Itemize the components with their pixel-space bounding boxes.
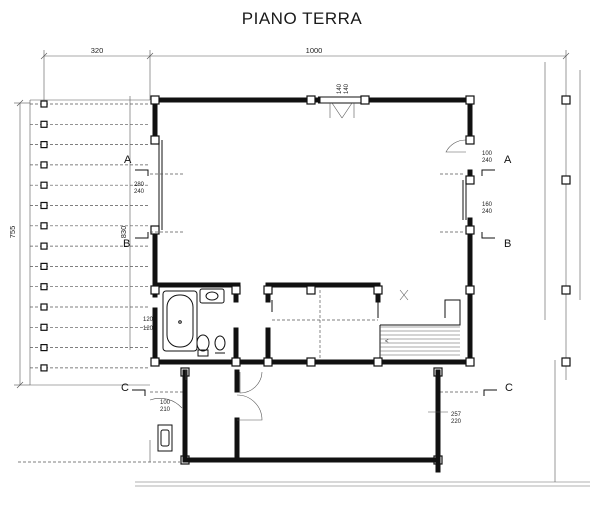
pergola-post <box>40 344 48 352</box>
bathroom <box>152 282 241 365</box>
structural-column <box>561 95 571 105</box>
structural-column <box>263 357 273 367</box>
pergola-post <box>40 201 48 210</box>
dim-lower-right-2: 220 <box>451 419 462 425</box>
section-a-left: A <box>124 154 132 166</box>
dim-win-left-1: 280 <box>134 182 145 188</box>
section-b-left: B <box>123 238 130 250</box>
pergola-post <box>40 283 48 291</box>
structural-column <box>231 285 241 295</box>
structural-column <box>150 285 160 295</box>
dim-win-right-b1: 160 <box>482 202 493 208</box>
dim-win-right-a1: 100 <box>482 151 493 157</box>
section-a-right: A <box>504 154 512 166</box>
structural-column <box>150 95 160 105</box>
top-dimension-line <box>40 50 570 100</box>
structural-column <box>306 95 316 105</box>
pergola-post <box>40 120 48 128</box>
right-door-swing <box>445 139 467 153</box>
structural-column <box>150 357 160 367</box>
dim-left-outer: 755 <box>8 226 17 239</box>
dim-lower-right-1: 257 <box>451 412 462 418</box>
window-glazing <box>158 96 467 230</box>
structural-column <box>263 285 273 295</box>
structural-column <box>465 285 475 295</box>
central-room <box>265 282 381 365</box>
pergola-post <box>40 222 48 230</box>
dim-win-right-b2: 240 <box>482 209 493 215</box>
section-b <box>135 231 495 239</box>
plan-title: PIANO TERRA <box>242 9 363 28</box>
structural-column <box>465 225 475 235</box>
section-b-right: B <box>504 238 511 250</box>
pergola-post <box>40 242 48 250</box>
stair-arrow: < <box>385 339 389 345</box>
structural-column <box>306 285 316 295</box>
dim-top-left: 320 <box>91 46 104 55</box>
pergola-post <box>40 161 48 169</box>
structural-column <box>465 135 475 145</box>
structural-column <box>150 225 160 235</box>
structural-column <box>360 95 370 105</box>
lower-porch <box>149 369 448 473</box>
structural-column <box>465 357 475 367</box>
structural-column <box>561 357 571 367</box>
columns <box>150 95 571 465</box>
section-a <box>135 169 495 176</box>
dim-bath-1: 120 <box>143 317 154 323</box>
structural-column <box>561 175 571 185</box>
structural-column <box>465 175 475 185</box>
pergola-post <box>40 141 48 149</box>
dim-win-right-a2: 240 <box>482 158 493 164</box>
dim-lower-1: 100 <box>160 400 171 406</box>
staircase: < <box>379 289 461 358</box>
structural-column <box>373 357 383 367</box>
structural-column <box>150 135 160 145</box>
dim-bath-2: 120 <box>143 326 154 332</box>
pergola <box>29 99 150 386</box>
dim-window-top-b: 140 <box>344 83 350 94</box>
pergola-post <box>40 100 48 108</box>
dim-lower-2: 210 <box>160 407 171 413</box>
structural-column <box>465 95 475 105</box>
exterior-walls <box>152 97 475 365</box>
structural-column <box>306 357 316 367</box>
structural-column <box>373 285 383 295</box>
pergola-post <box>40 303 48 311</box>
pergola-post <box>40 323 48 331</box>
pergola-post <box>40 181 48 189</box>
dim-top-main: 1000 <box>306 46 323 55</box>
section-c-right: C <box>505 382 513 394</box>
structural-column <box>231 357 241 367</box>
top-window-swing <box>329 102 355 119</box>
dim-left-inner: 830 <box>119 226 128 239</box>
pergola-post <box>40 262 48 270</box>
section-c-left: C <box>121 382 129 394</box>
section-c <box>132 389 497 396</box>
pergola-post <box>40 364 48 372</box>
right-outer-lines <box>544 62 581 380</box>
dim-win-left-2: 240 <box>134 189 145 195</box>
left-dimension-lines <box>14 96 131 389</box>
terrace-lines <box>18 360 590 487</box>
structural-column <box>561 285 571 295</box>
dim-window-top-a: 140 <box>337 83 343 94</box>
